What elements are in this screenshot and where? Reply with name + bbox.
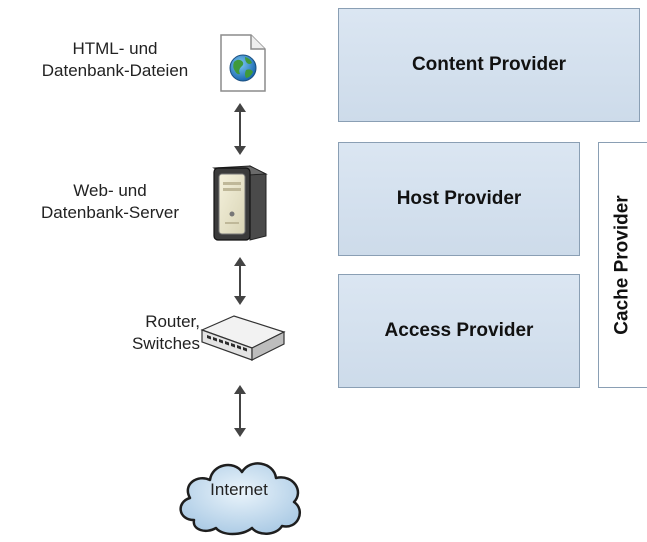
- cache-provider-box: Cache Provider: [598, 142, 647, 388]
- server-label: Web- und Datenbank-Server: [10, 180, 210, 224]
- files-label-line2: Datenbank-Dateien: [41, 61, 189, 80]
- access-provider-box: Access Provider: [338, 274, 580, 388]
- host-provider-label: Host Provider: [396, 188, 522, 209]
- double-arrow-icon: [234, 257, 246, 305]
- server-label-line1: Web- und: [73, 181, 147, 200]
- router-label-line1: Router,: [145, 312, 200, 331]
- files-label: HTML- und Datenbank-Dateien: [20, 38, 210, 82]
- server-icon: [212, 165, 268, 241]
- router-label-line2: Switches: [131, 334, 200, 353]
- content-provider-box: Content Provider: [338, 8, 640, 122]
- cache-provider-label: Cache Provider: [612, 195, 633, 335]
- access-provider-label: Access Provider: [384, 320, 534, 341]
- network-switch-icon: [200, 315, 286, 361]
- double-arrow-icon: [234, 385, 246, 437]
- document-globe-icon: [220, 34, 266, 92]
- server-label-line2: Datenbank-Server: [41, 203, 179, 222]
- files-label-line1: HTML- und: [72, 39, 158, 58]
- router-label: Router, Switches: [80, 311, 200, 355]
- host-provider-box: Host Provider: [338, 142, 580, 256]
- cloud-icon: [179, 462, 301, 536]
- content-provider-label: Content Provider: [411, 54, 567, 75]
- internet-label: Internet: [210, 480, 268, 499]
- double-arrow-icon: [234, 103, 246, 155]
